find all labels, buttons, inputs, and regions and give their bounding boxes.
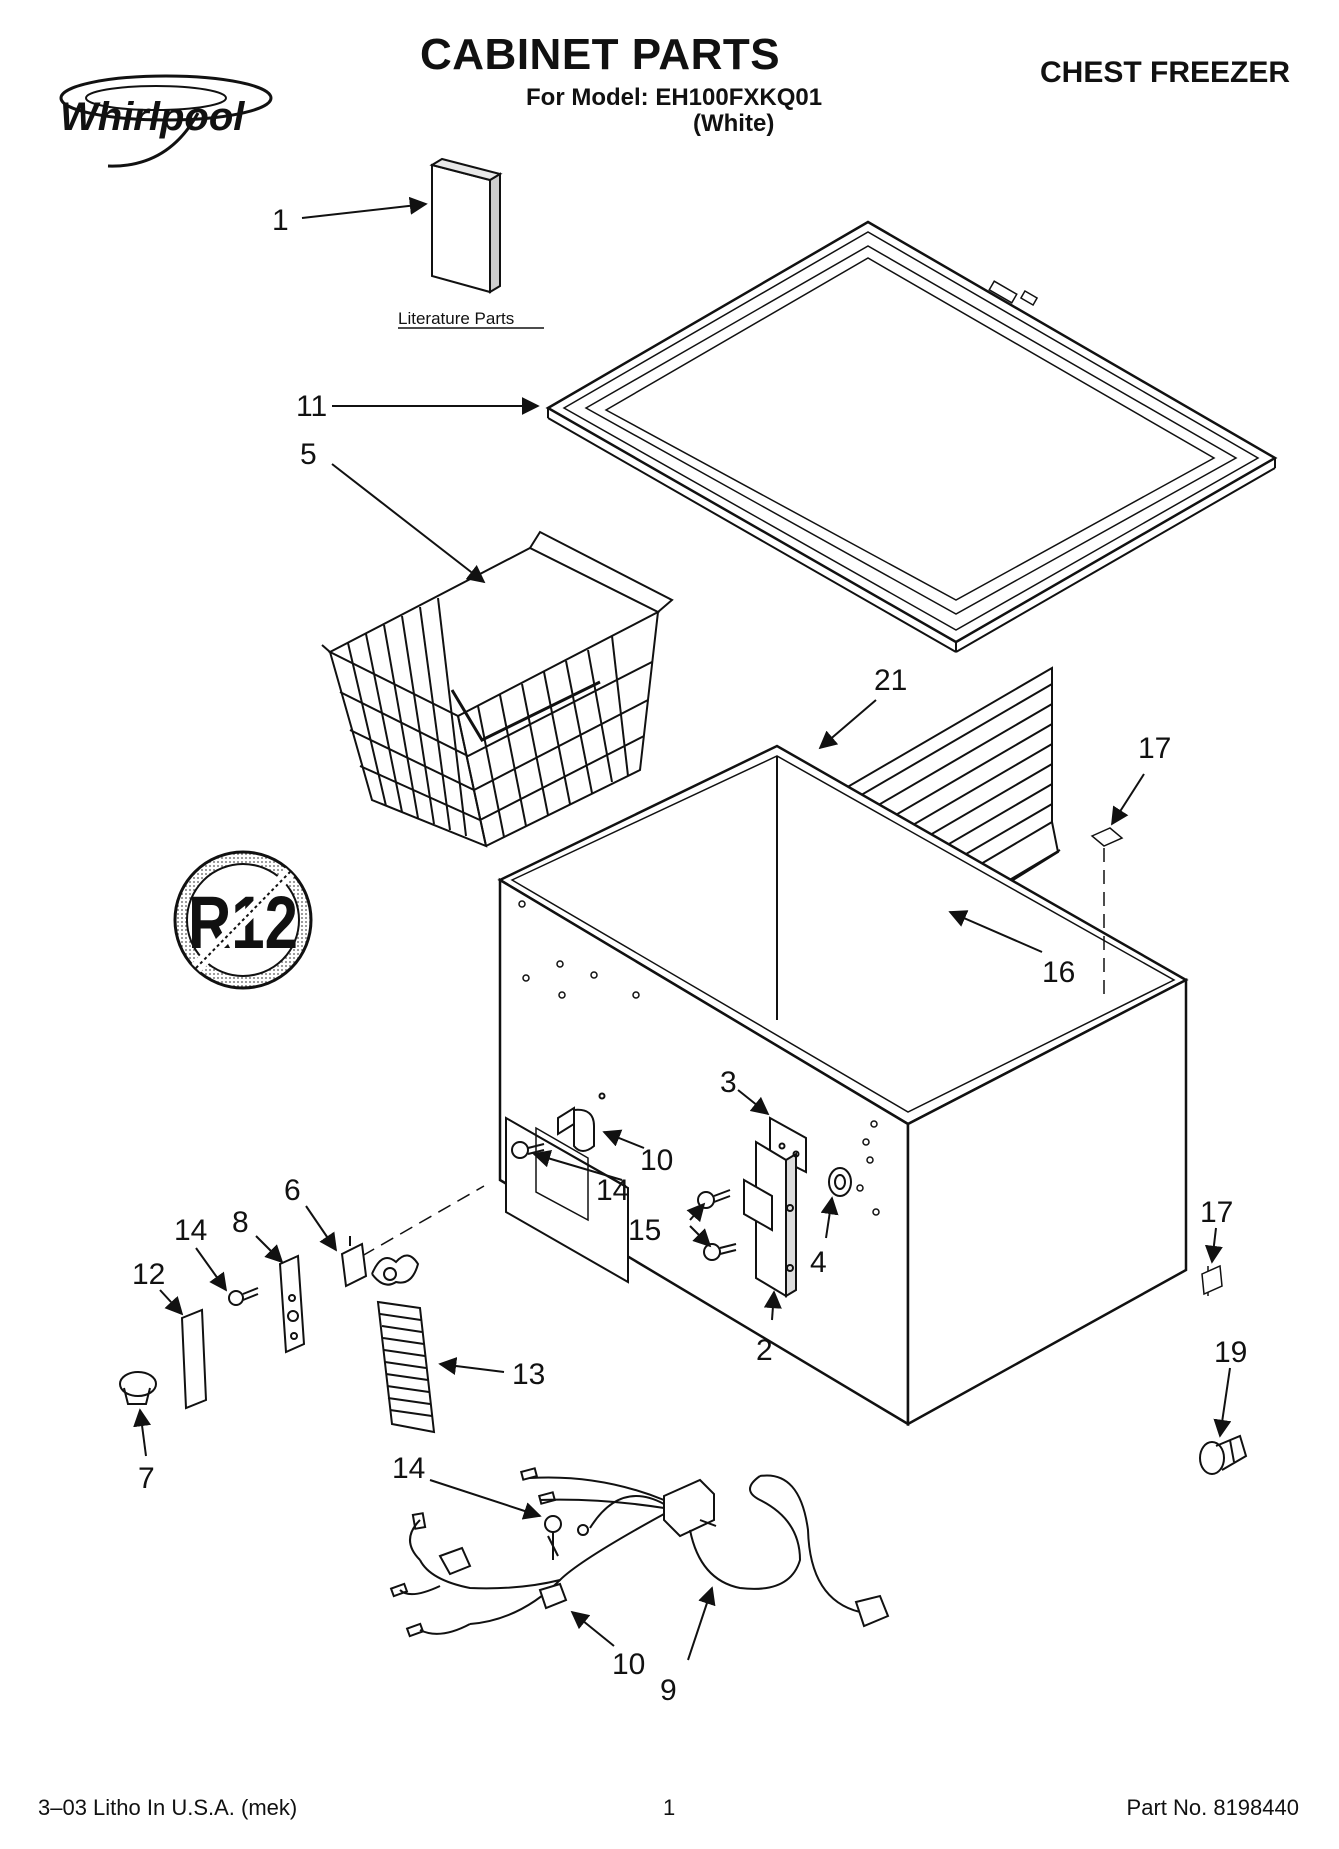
callout-14-upper: 14 [596,1174,629,1207]
logo-swirl-tail [107,112,200,168]
callout-1: 1 [272,204,289,237]
logo-swirl-outer [59,74,273,122]
callout-2: 2 [756,1334,773,1367]
callout-4: 4 [810,1246,827,1279]
footer-part-number: Part No. 8198440 [1126,1795,1299,1820]
callout-14-left: 14 [174,1214,207,1247]
cabinet-body [497,744,1189,1427]
footer-page-number: 1 [663,1795,676,1820]
cabinet-mounting-holes [518,900,880,1216]
callout-9: 9 [660,1674,677,1707]
callout-12: 12 [132,1258,165,1291]
logo-swirl-inner [85,85,227,111]
label-17-upper [1090,827,1124,847]
callout-19: 19 [1214,1336,1247,1369]
leveling-leg [1199,1434,1248,1475]
callout-13: 13 [512,1358,545,1391]
thermostat-plate [278,1254,306,1354]
control-knob [119,1371,157,1405]
callout-10-lower: 10 [612,1648,645,1681]
louvered-grille [376,1300,436,1434]
callout-16: 16 [1042,956,1075,989]
callout-14-lower: 14 [392,1452,425,1485]
screw-14-left [228,1287,259,1306]
callout-6: 6 [284,1174,301,1207]
callout-21: 21 [874,664,907,697]
callout-3: 3 [720,1066,737,1099]
screw-15-lower [703,1243,737,1261]
callout-17-lower: 17 [1200,1196,1233,1229]
lid-frame [545,220,1278,653]
label-17-lower [1201,1264,1223,1296]
callout-8: 8 [232,1206,249,1239]
callout-leaders [133,196,1232,1661]
page-title: CABINET PARTS [420,30,781,79]
literature-caption: Literature Parts [398,309,514,328]
logo-wordmark: Whirlpool [60,95,245,139]
footer-litho: 3–03 Litho In U.S.A. (mek) [38,1795,298,1820]
wiring-harness [389,1467,890,1638]
whirlpool-logo: Whirlpool [59,74,273,168]
callout-15: 15 [628,1214,661,1247]
callout-11: 11 [296,390,327,423]
callout-numbers: 1 11 5 21 17 16 3 10 14 6 8 14 12 15 4 2… [132,204,1247,1707]
model-line: For Model: EH100FXKQ01 [526,84,823,111]
no-r12-badge: R12 [173,850,313,990]
literature-booklet [429,157,503,294]
relay-overload [340,1236,420,1288]
label-strip [180,1308,208,1410]
callout-5: 5 [300,438,317,471]
callout-17-upper: 17 [1138,732,1171,765]
color-line: (White) [693,110,775,137]
bracket-clip-upper [557,1092,606,1152]
grommet [828,1167,852,1197]
screw-14-lower [544,1515,562,1560]
callout-7: 7 [138,1462,155,1495]
hinge-assembly [743,1116,807,1298]
wire-basket [321,530,674,848]
product-type: CHEST FREEZER [1040,56,1291,89]
callout-10-upper: 10 [640,1144,673,1177]
